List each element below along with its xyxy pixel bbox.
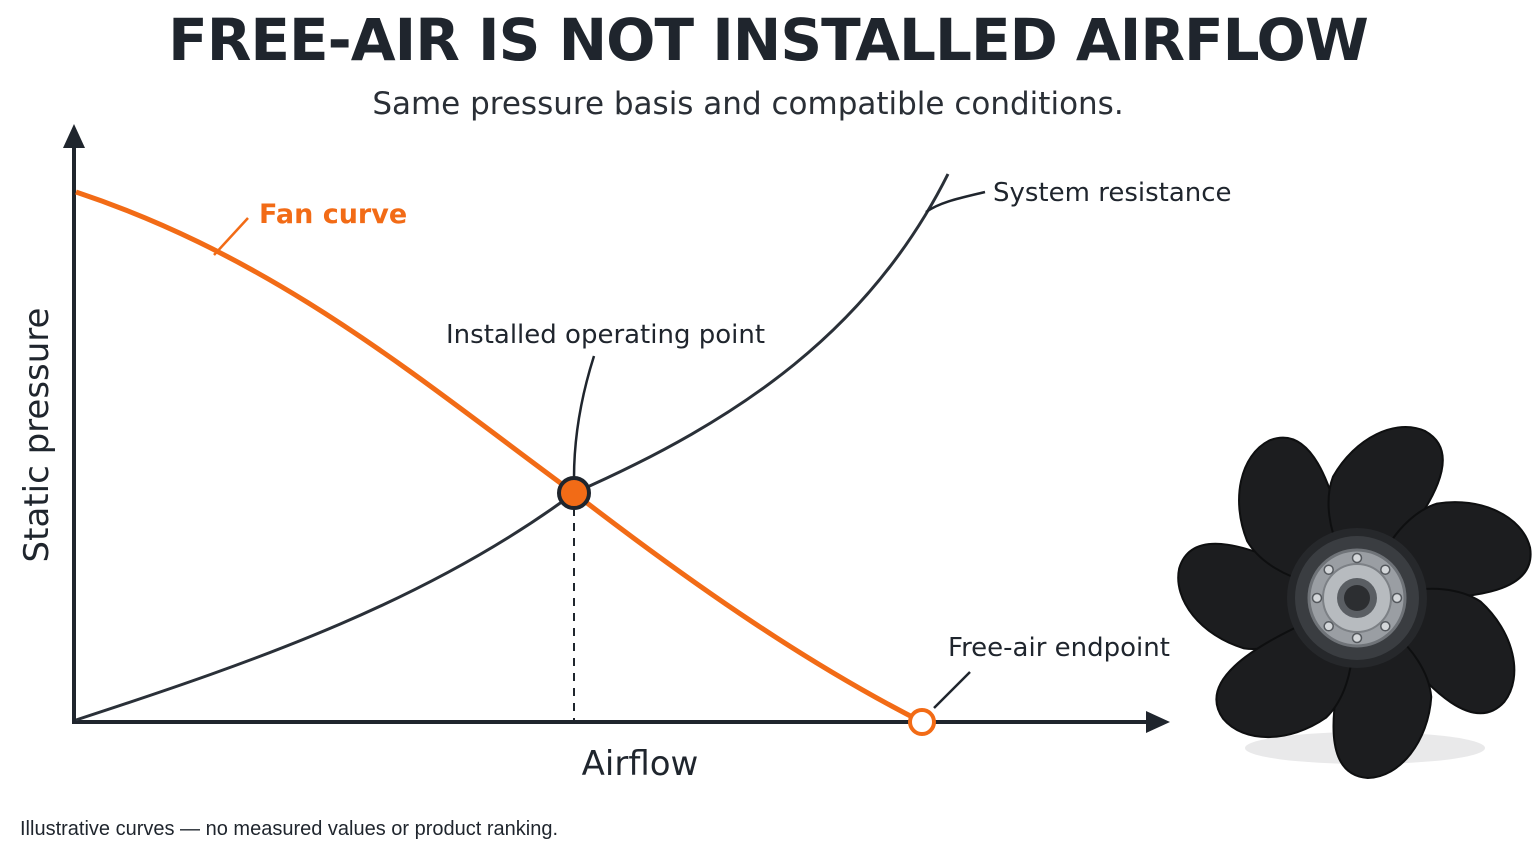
fan-curve <box>75 189 924 725</box>
footnote: Illustrative curves — no measured values… <box>20 818 559 840</box>
hub-bolt <box>1323 564 1334 575</box>
fan-curve-leader <box>213 217 249 256</box>
axial-fan-blade-icon <box>1177 426 1532 779</box>
free-air-endpoint-marker <box>908 708 936 736</box>
operating-point-label: Installed operating point <box>446 320 765 350</box>
operating-point-leader <box>572 355 596 479</box>
installed-operating-point-marker <box>557 476 591 510</box>
page-subtitle: Same pressure basis and compatible condi… <box>372 86 1124 122</box>
x-axis-label: Airflow <box>582 744 699 784</box>
fan-blade <box>1332 633 1433 779</box>
hub-bolt <box>1351 632 1363 644</box>
system-resistance-leader <box>925 190 986 214</box>
hub-bolt <box>1351 552 1363 564</box>
hub-bolt <box>1323 621 1334 632</box>
x-axis-arrow <box>1146 711 1170 733</box>
y-axis-arrow <box>63 124 85 148</box>
fan-curve-label: Fan curve <box>259 199 407 230</box>
y-axis-label: Static pressure <box>17 308 57 563</box>
hub-bolt <box>1311 592 1323 604</box>
hub-bolt <box>1380 621 1391 632</box>
hub-bolt <box>1380 564 1391 575</box>
hub-bolt <box>1391 592 1403 604</box>
system-resistance-label: System resistance <box>993 178 1232 208</box>
page-title: FREE-AIR IS NOT INSTALLED AIRFLOW <box>168 6 1369 74</box>
free-air-leader <box>933 671 971 709</box>
free-air-endpoint-label: Free-air endpoint <box>948 633 1170 663</box>
